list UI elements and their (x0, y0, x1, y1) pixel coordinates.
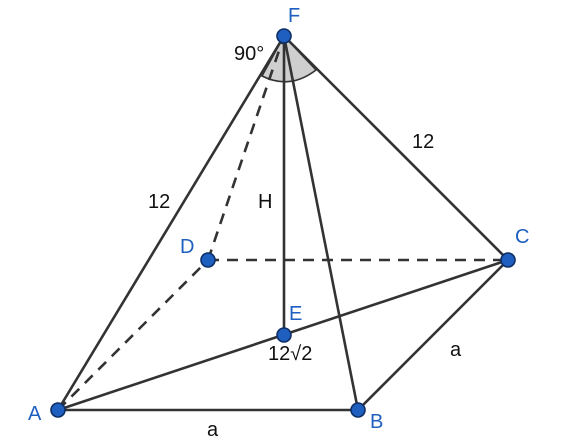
label-d: D (180, 236, 194, 258)
vertex-b (350, 402, 366, 418)
edge-bc (356, 258, 510, 412)
label-a: A (28, 403, 42, 425)
edge-bf (282, 34, 360, 412)
edge-ad (57, 259, 209, 411)
edge-df (206, 35, 286, 261)
edge-label-af: 12 (148, 191, 170, 213)
label-c: C (515, 226, 529, 248)
edge-label-bc: a (450, 339, 462, 361)
vertex-d (200, 252, 216, 268)
edge-cf (282, 34, 510, 262)
edge-label-cf: 12 (412, 131, 434, 153)
vertex-e (276, 327, 292, 343)
diagonal-label-ac: 12√2 (268, 343, 312, 365)
vertex-c (500, 252, 516, 268)
height-label: H (258, 191, 272, 213)
label-e: E (289, 303, 302, 325)
angle-label-f: 90° (234, 43, 264, 65)
vertex-a (50, 402, 66, 418)
vertex-f (276, 28, 292, 44)
edge-label-ab: a (207, 419, 219, 441)
label-f: F (288, 5, 300, 27)
label-b: B (370, 411, 383, 433)
edge-af (56, 34, 286, 412)
